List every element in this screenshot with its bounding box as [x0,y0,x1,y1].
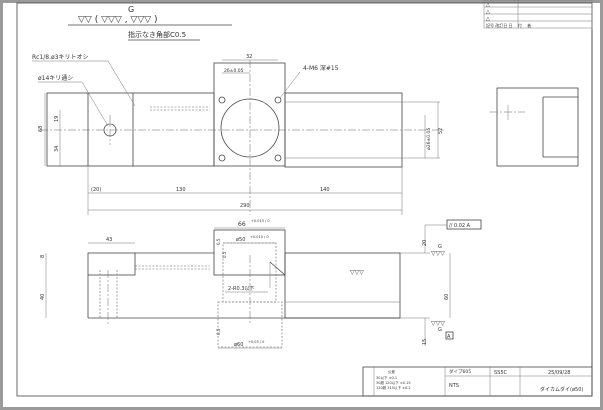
front-view-dim-8: 8 [40,255,46,258]
top-view-dim-height: 68 [38,126,44,132]
finish-grade: G [128,5,134,14]
top-view-dim-flange: 32 [246,54,252,60]
date: 25/09/28 [548,370,570,376]
top-view-dim-total: 290 [240,203,250,209]
front-view-dim-40: 40 [40,294,46,300]
top-view-dim-20: (20) [91,187,101,193]
front-view: 43 8 40 66 +0.015 / 0 ø50 +0.015 / 0 ø60… [40,219,482,349]
title-block-tolerance-header: 公差 [388,369,396,374]
title-block-tol-rows-2: 120超 315以下 ±0.2 [376,385,411,390]
bolt-note: 4-M6 深#15 [303,64,339,72]
top-view-dim-52: 52 [438,128,444,134]
front-view-chamfer-c: 0.5 [216,328,221,335]
top-view-dim-19: 19 [54,116,60,122]
revision-table-marks-0: △ [486,2,490,8]
front-view-dim-60: ø60 [234,342,243,348]
top-view-dim-bore: ø26±0.05 [426,128,432,150]
chamfer-note: 指示なき角部C0.5 [128,30,186,39]
material: SS5C [494,370,508,376]
front-view-chamfer-a: 0.5 [216,238,221,245]
front-view-dim-60-tol: +0.03 / 0 [248,340,264,344]
datum-a: A [447,334,451,340]
top-view-dim-pcd: 26±0.05 [224,68,244,74]
revision-table-marks-1: △ [486,9,490,15]
drawing-title: ダイカムダイ(ø50) [540,386,583,393]
front-view-dim-50: ø50 [236,237,245,243]
hole-note: ø14キリ通シ [38,74,73,82]
revision-table: △ △ △ 記号 改訂日 日 付 者 [483,0,593,29]
scale: NTS [449,383,459,389]
front-view-finish-g: G [438,327,442,333]
front-view-dim-43: 43 [106,237,112,243]
front-view-dim-15: 15 [422,339,428,345]
front-view-finish-mark: ▽▽▽ [350,269,364,276]
front-view-dim-50-tol: +0.015 / 0 [250,235,269,239]
tap-note: Rc1/8.ø3キリトオシ [32,54,89,61]
top-view: 32 26±0.05 68 19 34 52 ø26±0.05 (20) 130… [32,54,445,215]
top-view-dim-140: 140 [320,187,330,193]
top-view-dim-34: 34 [54,146,60,152]
front-view-chamfer-b: 0.5 [222,251,227,258]
front-view-finish-mark: ▽▽▽ [431,320,445,327]
title-block-tol-rows-0: 30以下 ±0.1 [376,376,397,380]
radius-note: 2-R0.3以下 [228,286,254,292]
front-view-dim-60h: 60 [444,294,450,300]
front-view-dim-66: 66 [238,221,246,228]
front-view-dim-20: 20 [422,240,428,246]
title-block: 公差 30以下 ±0.1 30超 120以下 ±0.15 120超 315以下 … [362,366,593,397]
finish-symbol: ▽▽ ( ▽▽▽ , ▽▽▽ ) [78,15,158,25]
front-view-dim-66-tol: +0.015 / 0 [251,219,270,223]
title-block-tol-rows-1: 30超 120以下 ±0.15 [376,380,411,385]
part-name: ダイプ605 [449,368,471,375]
side-view [490,87,579,167]
revision-table-footer: 記号 改訂日 日 付 者 [486,22,531,28]
revision-table-marks-2: △ [486,16,490,22]
front-view-finish-g: G [438,244,442,250]
inner-border [16,2,593,397]
top-view-dim-130: 130 [176,187,186,193]
parallelism-note: // 0.02 A [449,223,471,229]
front-view-finish-mark: ▽▽▽ [431,250,445,257]
